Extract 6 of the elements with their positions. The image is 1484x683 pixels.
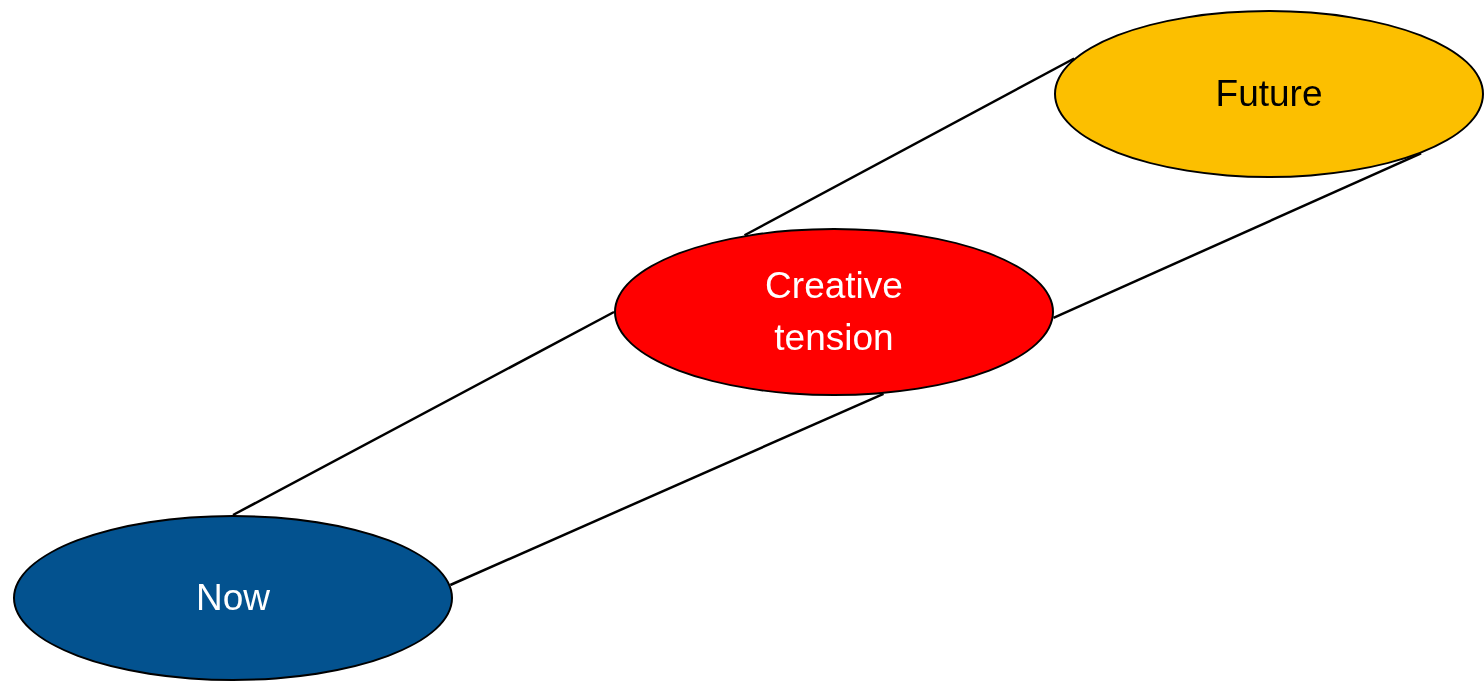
connector-line [1052, 152, 1422, 319]
connector-line [743, 57, 1075, 237]
node-label: Future [1215, 72, 1323, 116]
node-label: Creative tension [764, 264, 904, 360]
connector-line [232, 310, 615, 517]
node-label: Now [196, 576, 270, 620]
